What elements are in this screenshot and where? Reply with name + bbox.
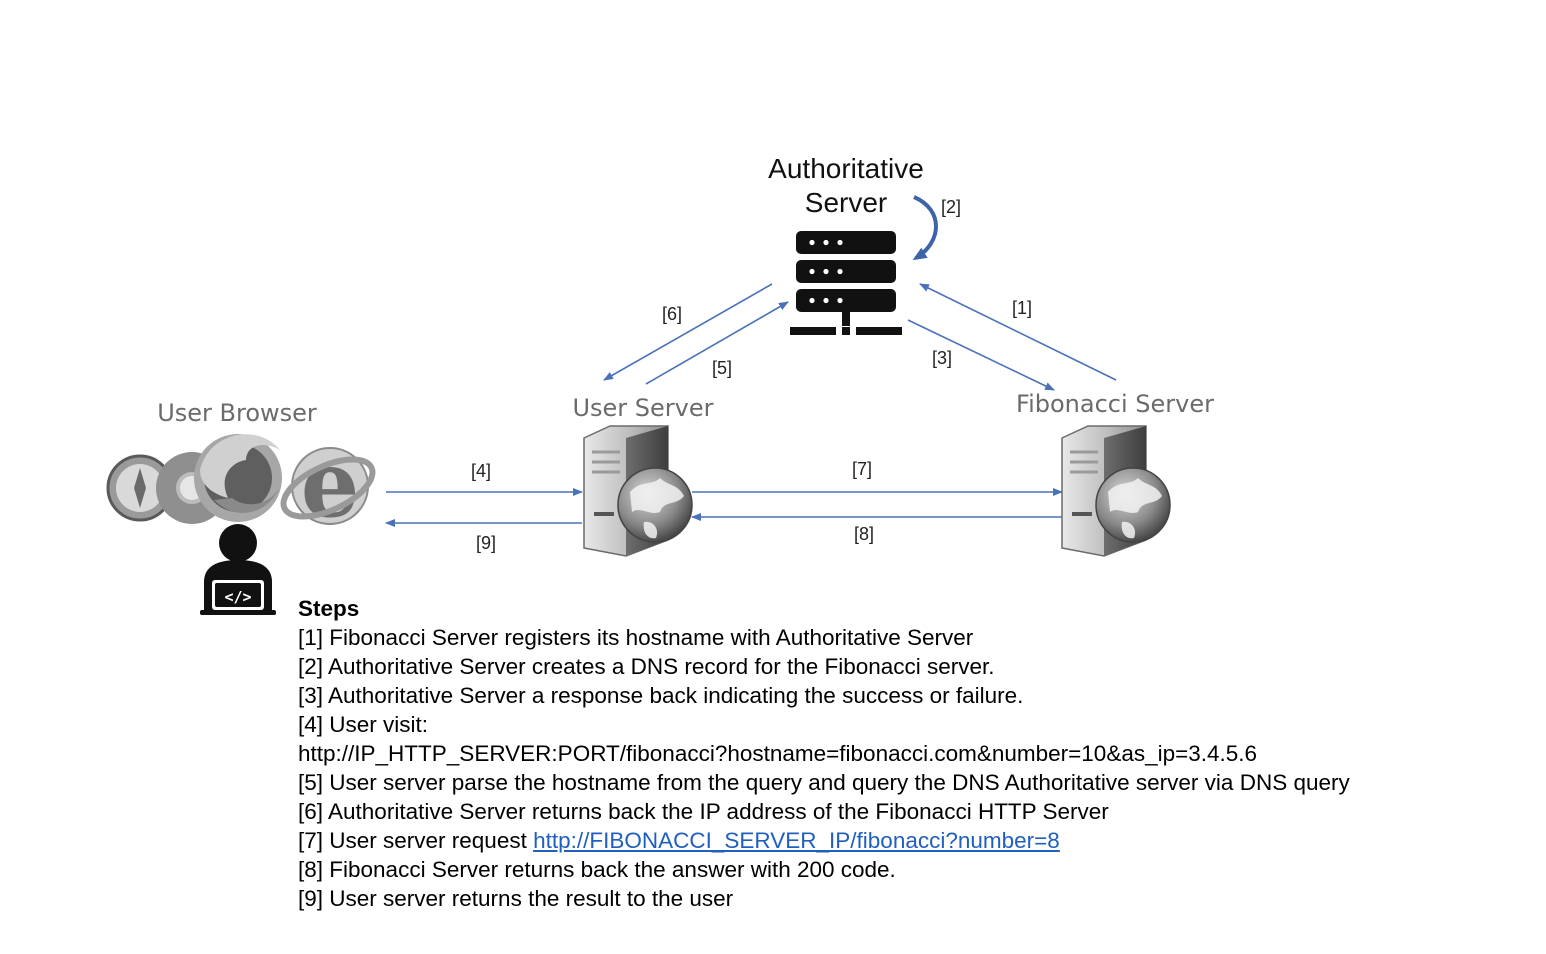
arrow-3-label: [3]	[932, 348, 952, 368]
step-1: [1] Fibonacci Server registers its hostn…	[298, 625, 974, 650]
fibonacci-server-title: Fibonacci Server	[1016, 390, 1214, 418]
step-9: [9] User server returns the result to th…	[298, 886, 734, 911]
arrow-7-label: [7]	[852, 459, 872, 479]
steps-heading: Steps	[298, 596, 360, 621]
svg-text:e: e	[301, 430, 360, 538]
step-6: [6] Authoritative Server returns back th…	[298, 799, 1109, 824]
arrow-6	[603, 283, 773, 381]
arrow-2-label: [2]	[941, 197, 961, 217]
arrow-1-label: [1]	[1012, 298, 1032, 318]
step-7-link[interactable]: http://FIBONACCI_SERVER_IP/fibonacci?num…	[533, 828, 1060, 853]
step-2: [2] Authoritative Server creates a DNS r…	[298, 654, 995, 679]
user-browser-title: User Browser	[157, 399, 317, 427]
arrow-5-label: [5]	[712, 358, 732, 378]
web-server-globe-icon	[1061, 425, 1171, 557]
developer-laptop-icon: </>	[200, 524, 276, 615]
arrow-4-label: [4]	[471, 461, 491, 481]
arrow-9-label: [9]	[476, 533, 496, 553]
user-server-title: User Server	[572, 394, 713, 422]
arrow-1	[919, 283, 1117, 381]
authoritative-server-title-line2: Server	[805, 187, 887, 218]
arrow-5	[645, 301, 789, 385]
step-7-text: [7] User server request	[298, 828, 534, 853]
arrow-3	[907, 319, 1055, 391]
arrow-8-label: [8]	[854, 524, 874, 544]
step-4-label: [4] User visit:	[298, 712, 429, 737]
server-rack-icon	[790, 231, 902, 335]
browser-logos-icon: e	[106, 430, 376, 538]
steps-section: Steps [1] Fibonacci Server registers its…	[298, 594, 1358, 913]
svg-text:</>: </>	[224, 588, 251, 606]
step-7: [7] User server request http://FIBONACCI…	[298, 826, 1358, 855]
step-3: [3] Authoritative Server a response back…	[298, 683, 1024, 708]
arrow-2-self-loop	[912, 195, 938, 261]
arrow-6-label: [6]	[662, 304, 682, 324]
authoritative-server-title-line1: Authoritative	[768, 153, 924, 184]
step-4-url: http://IP_HTTP_SERVER:PORT/fibonacci?hos…	[298, 741, 1258, 766]
step-8: [8] Fibonacci Server returns back the an…	[298, 857, 896, 882]
step-5: [5] User server parse the hostname from …	[298, 770, 1350, 795]
web-server-globe-icon	[583, 425, 693, 557]
